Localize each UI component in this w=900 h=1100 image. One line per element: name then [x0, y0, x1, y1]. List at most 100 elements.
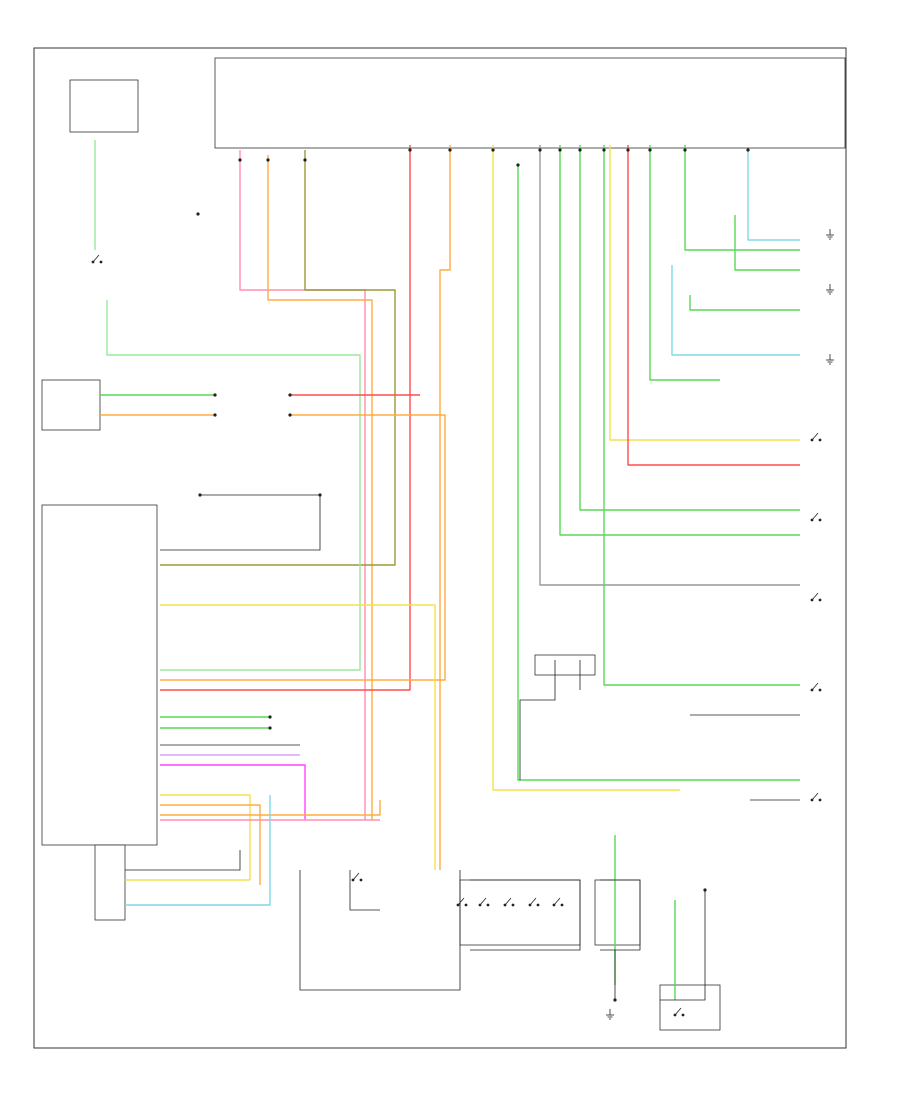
- switch-blade: [457, 897, 465, 906]
- diagram-border: [33, 47, 847, 1049]
- switch-symbol: [528, 897, 540, 907]
- wire-green: [517, 165, 800, 781]
- switch-blade: [811, 512, 819, 521]
- switch-contact: [818, 688, 822, 692]
- component-box: [534, 654, 596, 676]
- splice-dot: [558, 148, 562, 152]
- component-box: [594, 879, 641, 946]
- wire-orange: [267, 155, 373, 820]
- switch-contact: [681, 1013, 685, 1017]
- switch-symbol: [810, 682, 822, 692]
- switches: [91, 254, 822, 1017]
- switch-blade: [529, 897, 537, 906]
- switch-symbol: [810, 512, 822, 522]
- splice-dot: [288, 413, 292, 417]
- switch-symbol: [810, 792, 822, 802]
- splice-dot: [578, 148, 582, 152]
- switch-symbol: [351, 872, 363, 882]
- wire-black: [470, 879, 581, 951]
- switch-blade: [553, 897, 561, 906]
- wire-black: [160, 494, 321, 551]
- wire-green: [579, 145, 800, 511]
- wire-black: [519, 660, 556, 780]
- switch-contact: [818, 798, 822, 802]
- switch-contact: [99, 260, 103, 264]
- switch-blade: [811, 432, 819, 441]
- component-box: [41, 379, 101, 431]
- colored-wires: [94, 140, 800, 1000]
- wire-cyan: [125, 795, 271, 906]
- wire-black: [660, 890, 706, 1001]
- splice-dots: [196, 148, 750, 1002]
- wire-black: [349, 870, 380, 911]
- splice-dot: [213, 413, 217, 417]
- black-wires: [125, 494, 800, 1001]
- wire-yellow: [492, 145, 680, 791]
- splice-dot: [213, 393, 217, 397]
- switch-symbol: [456, 897, 468, 907]
- wire-green: [684, 145, 800, 251]
- component-box: [659, 984, 721, 1031]
- splice-dot: [303, 158, 307, 162]
- splice-dot: [318, 493, 322, 497]
- wire-yellow: [160, 604, 436, 870]
- splice-dot: [268, 726, 272, 730]
- switch-contact: [536, 903, 540, 907]
- component-box: [214, 57, 846, 149]
- switch-contact: [511, 903, 515, 907]
- wire-red: [627, 145, 800, 466]
- switch-blade: [811, 592, 819, 601]
- ground-symbol: [826, 354, 834, 365]
- switch-contact: [818, 518, 822, 522]
- wire-green: [559, 145, 800, 536]
- component-box: [94, 844, 126, 921]
- wire-green: [649, 145, 720, 381]
- switch-blade: [92, 254, 100, 263]
- wire-orange: [160, 414, 446, 681]
- switch-blade: [811, 682, 819, 691]
- switch-symbol: [552, 897, 564, 907]
- wire-red: [160, 145, 411, 691]
- splice-dot: [408, 148, 412, 152]
- splice-dot: [238, 158, 242, 162]
- switch-contact: [464, 903, 468, 907]
- wire-grey: [539, 145, 800, 586]
- wire-green: [603, 145, 800, 686]
- switch-symbol: [673, 1007, 685, 1017]
- splice-dot: [602, 148, 606, 152]
- switch-symbol: [91, 254, 103, 264]
- switch-blade: [504, 897, 512, 906]
- wire-orange: [439, 145, 451, 870]
- wire-green: [734, 215, 800, 271]
- switch-contact: [486, 903, 490, 907]
- ground-symbol: [826, 284, 834, 295]
- switch-blade: [352, 872, 360, 881]
- splice-dot: [198, 493, 202, 497]
- splice-dot: [196, 212, 200, 216]
- splice-dot: [448, 148, 452, 152]
- splice-dot: [626, 148, 630, 152]
- wire-orange: [160, 804, 261, 885]
- component-boxes: [41, 57, 846, 1031]
- wire-cyan: [747, 150, 800, 241]
- wire-black: [600, 879, 641, 951]
- splice-dot: [288, 393, 292, 397]
- switch-blade: [811, 792, 819, 801]
- splice-dot: [648, 148, 652, 152]
- ground-symbol: [826, 229, 834, 240]
- component-box: [459, 879, 581, 946]
- switch-contact: [818, 438, 822, 442]
- switch-contact: [818, 598, 822, 602]
- wire-magenta: [160, 764, 306, 820]
- switch-blade: [479, 897, 487, 906]
- switch-symbol: [478, 897, 490, 907]
- switch-blade: [674, 1007, 682, 1016]
- splice-dot: [746, 148, 750, 152]
- wire-yellow: [160, 794, 251, 880]
- grounds: [606, 229, 834, 1020]
- wire-orange: [160, 800, 381, 816]
- switch-symbol: [810, 432, 822, 442]
- wire-black: [299, 870, 461, 991]
- splice-dot: [613, 998, 617, 1002]
